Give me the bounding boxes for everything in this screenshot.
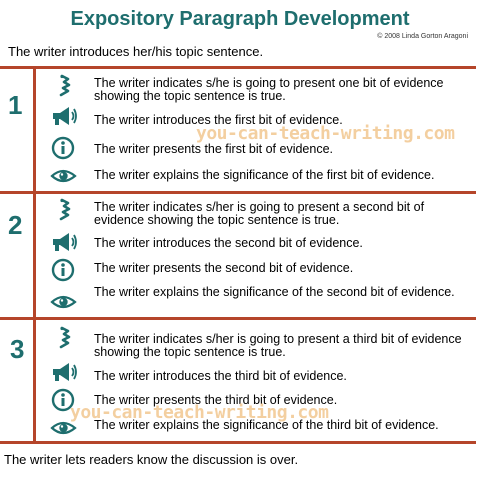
divider-vertical: [33, 66, 36, 444]
signpost-icon: [50, 326, 78, 350]
step-text: The writer explains the significance of …: [94, 285, 455, 299]
step-text: The writer introduces the third bit of e…: [94, 369, 347, 383]
watermark-top: you-can-teach-writing.com: [196, 123, 455, 144]
divider-2-3: [0, 317, 476, 320]
step-text: The writer presents the third bit of evi…: [94, 393, 338, 407]
section-number-2: 2: [8, 210, 23, 240]
divider-bottom: [0, 441, 476, 444]
signpost-icon: [50, 74, 78, 98]
page-title: Expository Paragraph Development: [70, 8, 410, 30]
megaphone-icon: [50, 104, 78, 128]
step-text: The writer presents the second bit of ev…: [94, 261, 354, 275]
step-text: The writer explains the significance of …: [94, 418, 439, 432]
divider-top: [0, 66, 476, 69]
section-number-1: 1: [8, 90, 23, 120]
megaphone-icon: [50, 360, 78, 384]
eye-icon: [50, 290, 78, 314]
signpost-icon: [50, 198, 78, 222]
watermark-bottom: you-can-teach-writing.com: [70, 402, 329, 423]
eye-icon: [50, 164, 78, 188]
step-text: The writer indicates s/her is going to p…: [94, 332, 462, 359]
step-text: The writer introduces the second bit of …: [94, 236, 363, 250]
step-text: The writer indicates s/he is going to pr…: [94, 76, 444, 103]
step-text: The writer explains the significance of …: [94, 168, 435, 182]
info-icon: [50, 136, 78, 160]
copyright-notice: © 2008 Linda Gorton Aragoni: [377, 33, 468, 40]
divider-1-2: [0, 191, 476, 194]
step-text: The writer presents the first bit of evi…: [94, 142, 333, 156]
step-text: The writer introduces the first bit of e…: [94, 113, 343, 127]
step-text: The writer indicates s/her is going to p…: [94, 200, 425, 227]
info-icon: [50, 258, 78, 282]
intro-text: The writer introduces her/his topic sent…: [8, 44, 264, 59]
section-number-3: 3: [10, 334, 25, 364]
megaphone-icon: [50, 230, 78, 254]
closing-text: The writer lets readers know the discuss…: [4, 452, 299, 467]
